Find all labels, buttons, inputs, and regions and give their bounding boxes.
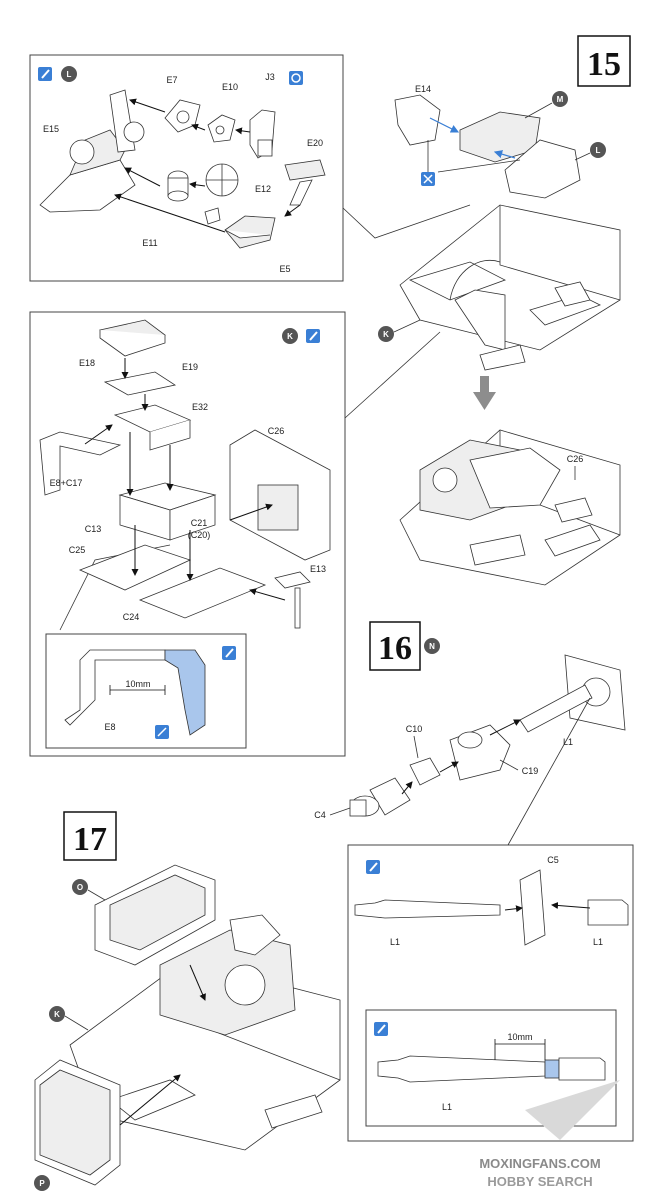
callout-circle: [552, 91, 568, 107]
part-c4: [349, 777, 411, 817]
svg-text:C10: C10: [406, 724, 423, 734]
detail-box-barrel: C5 L1 L1 10mm L1: [347, 697, 634, 1142]
step-number-frame: [63, 811, 117, 861]
svg-text:K: K: [54, 1010, 60, 1019]
svg-text:M: M: [557, 95, 564, 104]
step17-hull: K: [49, 914, 341, 1151]
svg-text:E15: E15: [43, 124, 59, 134]
part-e11: [204, 207, 221, 225]
svg-text:P: P: [39, 1179, 45, 1188]
svg-text:E14: E14: [415, 84, 431, 94]
logo-icon: [525, 1080, 620, 1140]
detail-box-l: L: [29, 54, 471, 282]
highlight-area: [164, 649, 206, 736]
svg-text:E20: E20: [307, 138, 323, 148]
detail-e8: 10mm E8: [45, 633, 247, 749]
svg-text:E19: E19: [182, 362, 198, 372]
svg-text:L1: L1: [442, 1102, 452, 1112]
callout-circle: [378, 326, 394, 342]
step15-result: C26: [399, 429, 621, 586]
subassembly-l: [504, 139, 581, 199]
part-c24: [138, 567, 267, 619]
part-e8-c17: [39, 431, 122, 496]
callout-circle: [49, 1006, 65, 1022]
callout-circle: [424, 638, 440, 654]
svg-text:C26: C26: [567, 454, 584, 464]
svg-text:C19: C19: [522, 766, 539, 776]
svg-text:E5: E5: [279, 264, 290, 274]
svg-text:MOXINGFANS.COM: MOXINGFANS.COM: [479, 1156, 600, 1171]
svg-text:J3: J3: [265, 72, 275, 82]
svg-text:L: L: [67, 70, 72, 79]
highlight-area: [544, 1059, 560, 1079]
part-e13: [274, 571, 311, 589]
callout-circle: [61, 66, 77, 82]
svg-text:E7: E7: [166, 75, 177, 85]
callout-circle: [282, 328, 298, 344]
part-e12: [205, 163, 239, 197]
svg-text:O: O: [77, 883, 83, 892]
part-e7: [164, 99, 201, 133]
svg-text:L1: L1: [593, 937, 603, 947]
step-number: 16: [378, 630, 412, 667]
part-c10: [409, 757, 441, 786]
part-p-side-rack: P: [34, 1059, 181, 1191]
detail-barrel-10mm: 10mm L1: [365, 1009, 617, 1127]
svg-text:C5: C5: [547, 855, 559, 865]
svg-text:10mm: 10mm: [507, 1032, 532, 1042]
svg-text:N: N: [429, 642, 435, 651]
svg-text:E8+C17: E8+C17: [50, 478, 83, 488]
detail-box-k: K: [29, 311, 441, 757]
svg-text:(C20): (C20): [188, 530, 211, 540]
svg-text:E12: E12: [255, 184, 271, 194]
svg-text:E10: E10: [222, 82, 238, 92]
part-c19: [449, 724, 511, 781]
svg-text:K: K: [383, 330, 389, 339]
step-17: 17 O K P: [34, 811, 341, 1191]
part-j3: [249, 71, 303, 159]
svg-text:C25: C25: [69, 545, 86, 555]
part-e19: [103, 371, 177, 396]
step-number-frame: [577, 35, 631, 87]
svg-text:C21: C21: [191, 518, 208, 528]
part-e14: [394, 94, 441, 146]
step-number-frame: [369, 621, 421, 671]
svg-text:C24: C24: [123, 612, 140, 622]
part-e20: [284, 159, 326, 181]
svg-text:E11: E11: [142, 238, 157, 248]
svg-text:C13: C13: [85, 524, 102, 534]
part-e15: [39, 89, 145, 213]
step15-subassembly: E14 M L: [394, 84, 606, 199]
part-cylinder: [167, 170, 189, 202]
part-c5: [519, 869, 546, 946]
svg-text:L1: L1: [563, 737, 573, 747]
callout-circle: [590, 142, 606, 158]
svg-text:K: K: [287, 332, 293, 341]
svg-text:HOBBY SEARCH: HOBBY SEARCH: [487, 1174, 592, 1189]
down-arrow-icon: [473, 376, 496, 410]
svg-text:10mm: 10mm: [125, 679, 150, 689]
svg-text:L: L: [596, 146, 601, 155]
svg-text:L1: L1: [390, 937, 400, 947]
callout-circle: [72, 879, 88, 895]
svg-text:E13: E13: [310, 564, 326, 574]
part-e10: [207, 114, 236, 143]
step-16: 16 N L1 C10 C19 C4: [314, 621, 634, 1142]
svg-text:E18: E18: [79, 358, 95, 368]
callout-circle: [34, 1175, 50, 1191]
step-number: 17: [73, 821, 107, 858]
svg-text:E8: E8: [104, 722, 115, 732]
watermark: MOXINGFANS.COM HOBBY SEARCH: [479, 1080, 620, 1189]
svg-text:C26: C26: [268, 426, 285, 436]
swap-icon: [289, 71, 303, 85]
step-15: 15 L: [29, 35, 631, 757]
svg-text:C4: C4: [314, 810, 326, 820]
step15-hull-k: K: [378, 204, 621, 371]
svg-text:E32: E32: [192, 402, 208, 412]
part-o-ammo-rack: O: [72, 864, 216, 966]
part-e5: [224, 215, 276, 249]
step-number: 15: [587, 46, 621, 83]
part-l1: [519, 654, 626, 733]
